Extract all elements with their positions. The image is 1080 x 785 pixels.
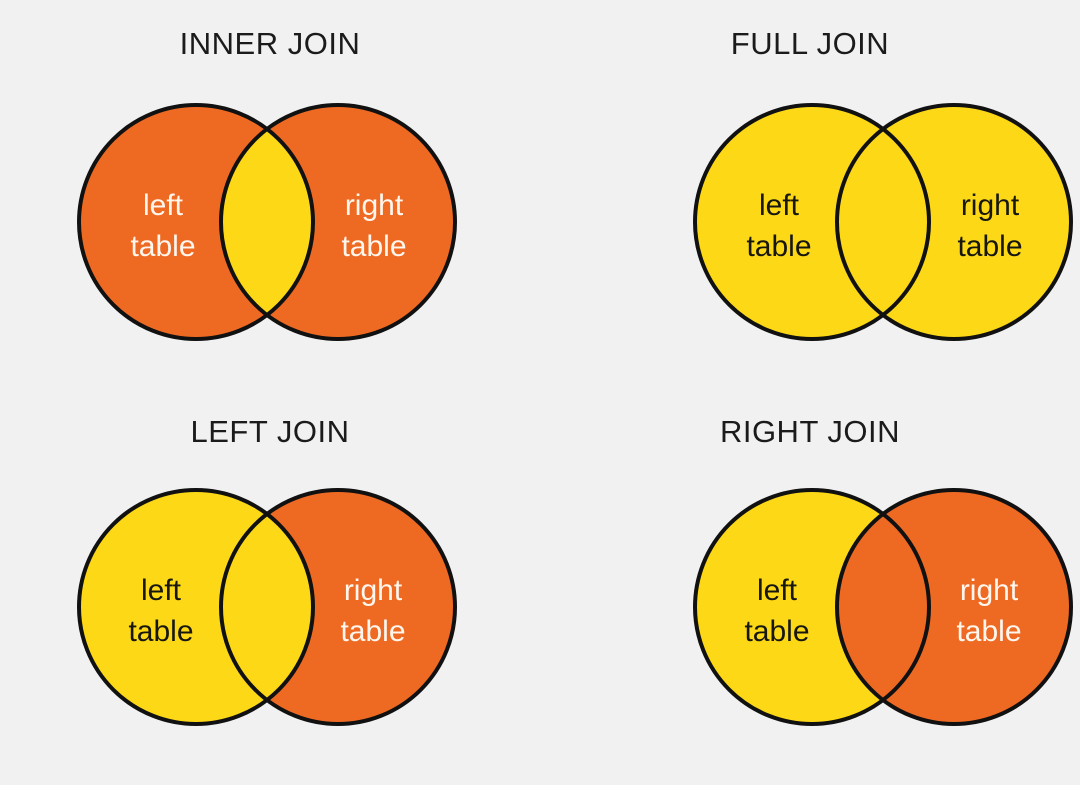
right-table-label-line2: table bbox=[340, 615, 405, 648]
left-circle-outline bbox=[77, 103, 315, 341]
venn-diagram-full-join: left table right table bbox=[693, 103, 1073, 341]
panel-title-inner-join: INNER JOIN bbox=[179, 26, 361, 61]
overlap-lens-fill bbox=[837, 490, 929, 724]
left-table-label-line2: table bbox=[744, 615, 809, 648]
left-table-label-line1: left bbox=[757, 574, 798, 607]
venn-diagram-left-join: left table right table bbox=[77, 488, 457, 726]
left-circle-outline bbox=[693, 103, 931, 341]
right-table-label-line1: right bbox=[961, 189, 1020, 222]
right-circle-outline bbox=[835, 103, 1073, 341]
venn-diagram-right-join: left table right table bbox=[693, 488, 1073, 726]
panel-title-left-join: LEFT JOIN bbox=[190, 414, 350, 449]
right-table-label-line1: right bbox=[960, 574, 1019, 607]
left-table-label-line2: table bbox=[130, 230, 195, 263]
overlap-lens-fill bbox=[837, 105, 929, 339]
panel-left-join: LEFT JOIN left table right table bbox=[0, 388, 540, 780]
overlap-lens-fill bbox=[221, 490, 313, 724]
panel-title-right-join: RIGHT JOIN bbox=[719, 414, 901, 449]
left-circle-outline bbox=[693, 488, 931, 726]
right-circle-outline bbox=[219, 488, 457, 726]
right-circle-outline bbox=[835, 488, 1073, 726]
right-table-label-line1: right bbox=[344, 574, 403, 607]
panel-title-full-join: FULL JOIN bbox=[730, 26, 890, 61]
right-table-label-line1: right bbox=[345, 189, 404, 222]
overlap-lens-fill bbox=[221, 105, 313, 339]
right-table-label-line2: table bbox=[956, 615, 1021, 648]
panel-right-join: RIGHT JOIN left table right table bbox=[540, 388, 1080, 780]
right-circle-outline bbox=[219, 103, 457, 341]
right-table-label-line2: table bbox=[341, 230, 406, 263]
left-table-label-line1: left bbox=[759, 189, 800, 222]
left-circle-outline bbox=[77, 488, 315, 726]
left-table-label-line2: table bbox=[128, 615, 193, 648]
panel-inner-join: INNER JOIN left table right table bbox=[0, 0, 540, 392]
venn-diagram-inner-join: left table right table bbox=[77, 103, 457, 341]
left-table-label-line1: left bbox=[141, 574, 182, 607]
left-table-label-line1: left bbox=[143, 189, 184, 222]
right-table-label-line2: table bbox=[957, 230, 1022, 263]
left-table-label-line2: table bbox=[746, 230, 811, 263]
panel-full-join: FULL JOIN left table right table bbox=[540, 0, 1080, 392]
